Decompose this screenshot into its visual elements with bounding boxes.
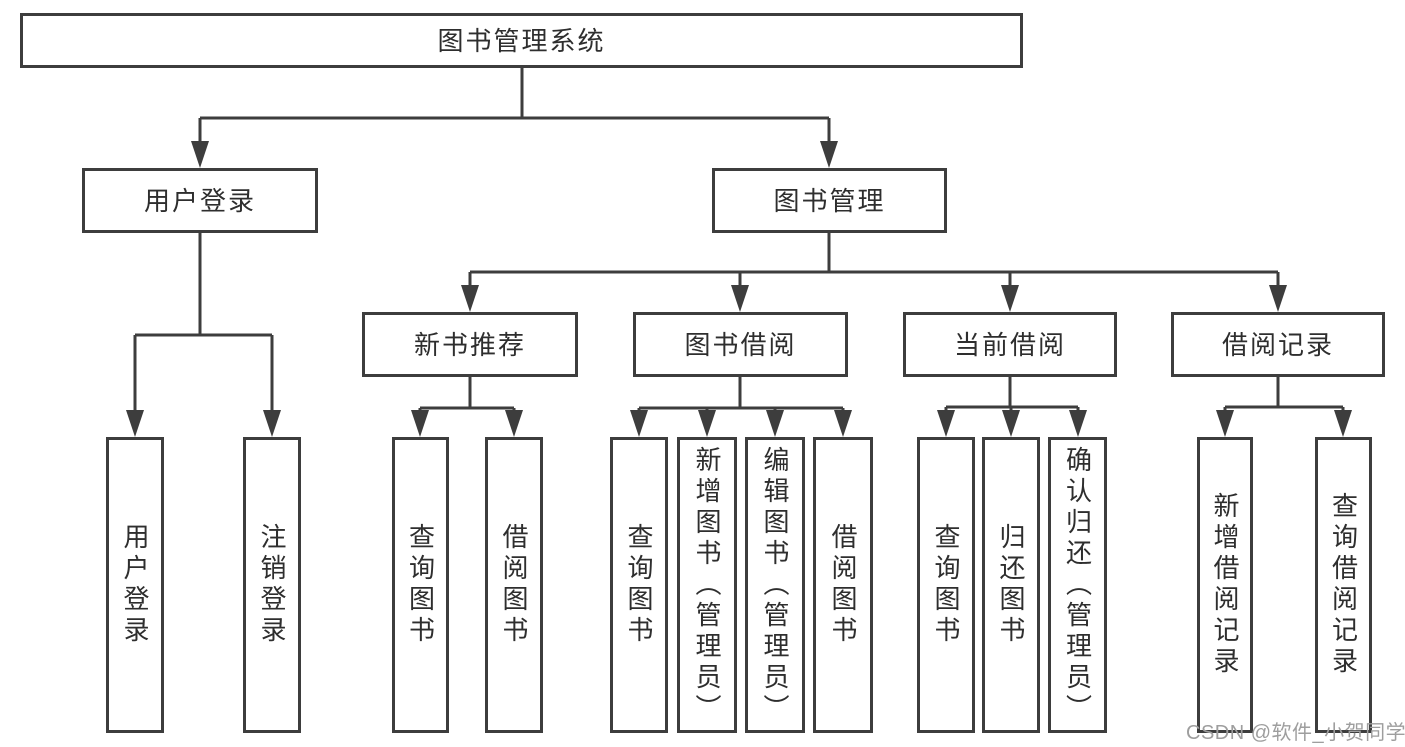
leaf-confirm-return-admin: 确认归还（管理员） [1048,437,1107,733]
leaf-user-login: 用户登录 [106,437,164,733]
node-new-book-recommendation: 新书推荐 [362,312,578,377]
node-book-management: 图书管理 [712,168,947,233]
arrow-down-icon [1001,285,1019,312]
connector-root-to-level2 [198,68,831,145]
node-label: 查询图书 [624,523,654,647]
arrow-down-icon [731,285,749,312]
arrow-down-icon [461,285,479,312]
connector-borrowing-records-to-children [1223,377,1345,414]
arrow-down-icon [505,410,523,437]
arrow-down-icon [766,410,784,437]
arrow-down-icon [1334,410,1352,437]
leaf-search-borrow-record: 查询借阅记录 [1315,437,1372,733]
arrow-down-icon [834,410,852,437]
node-label: 借阅图书 [828,523,858,647]
arrow-down-icon [820,141,838,168]
node-label: 借阅图书 [499,523,529,647]
node-label: 新增借阅记录 [1210,492,1240,678]
arrow-down-icon [411,410,429,437]
leaf-return-books: 归还图书 [982,437,1040,733]
arrow-down-icon [1069,410,1087,437]
node-label: 图书管理 [773,185,886,216]
leaf-add-books-admin: 新增图书（管理员） [677,437,737,733]
node-label: 用户登录 [143,185,256,216]
arrow-down-icon [263,410,281,437]
node-label: 查询图书 [931,523,961,647]
connector-user-login-to-children [133,233,274,415]
connector-new-book-recommendation-to-children [418,377,516,414]
node-label: 查询借阅记录 [1328,492,1359,678]
arrow-down-icon [698,410,716,437]
csdn-watermark: CSDN @软件_小贺同学 [1186,722,1405,744]
node-label: 当前借阅 [953,329,1066,360]
leaf-search-books-recommendation: 查询图书 [392,437,449,733]
node-label: 注销登录 [257,523,287,647]
leaf-search-books-current: 查询图书 [917,437,975,733]
arrow-down-icon [1216,410,1234,437]
node-label: 借阅记录 [1221,329,1334,360]
node-label: 图书管理系统 [437,25,606,56]
arrow-down-icon [937,410,955,437]
node-label: 归还图书 [996,523,1026,647]
arrow-down-icon [191,141,209,168]
leaf-logout: 注销登录 [243,437,301,733]
arrow-down-icon [630,410,648,437]
leaf-add-borrow-record: 新增借阅记录 [1197,437,1253,733]
connector-book-borrowing-to-children [637,377,845,414]
leaf-edit-books-admin: 编辑图书（管理员） [745,437,805,733]
arrow-down-icon [1002,410,1020,437]
node-book-borrowing: 图书借阅 [633,312,848,377]
node-library-management-system: 图书管理系统 [20,13,1023,68]
connector-book-management-to-level3 [468,233,1280,290]
leaf-search-books-borrowing: 查询图书 [610,437,668,733]
node-label: 编辑图书（管理员） [760,445,790,725]
node-label: 用户登录 [120,523,150,647]
node-user-login-group: 用户登录 [82,168,318,233]
node-label: 图书借阅 [684,329,797,360]
node-label: 新书推荐 [413,329,526,360]
arrow-down-icon [1269,285,1287,312]
node-current-borrowing: 当前借阅 [903,312,1117,377]
node-label: 查询图书 [405,523,436,647]
node-label: 确认归还（管理员） [1062,445,1093,725]
leaf-borrow-books-borrowing: 借阅图书 [813,437,873,733]
connector-current-borrowing-to-children [944,377,1080,414]
leaf-borrow-books-recommendation: 借阅图书 [485,437,543,733]
arrow-down-icon [126,410,144,437]
node-borrowing-records: 借阅记录 [1171,312,1385,377]
node-label: 新增图书（管理员） [692,445,722,725]
